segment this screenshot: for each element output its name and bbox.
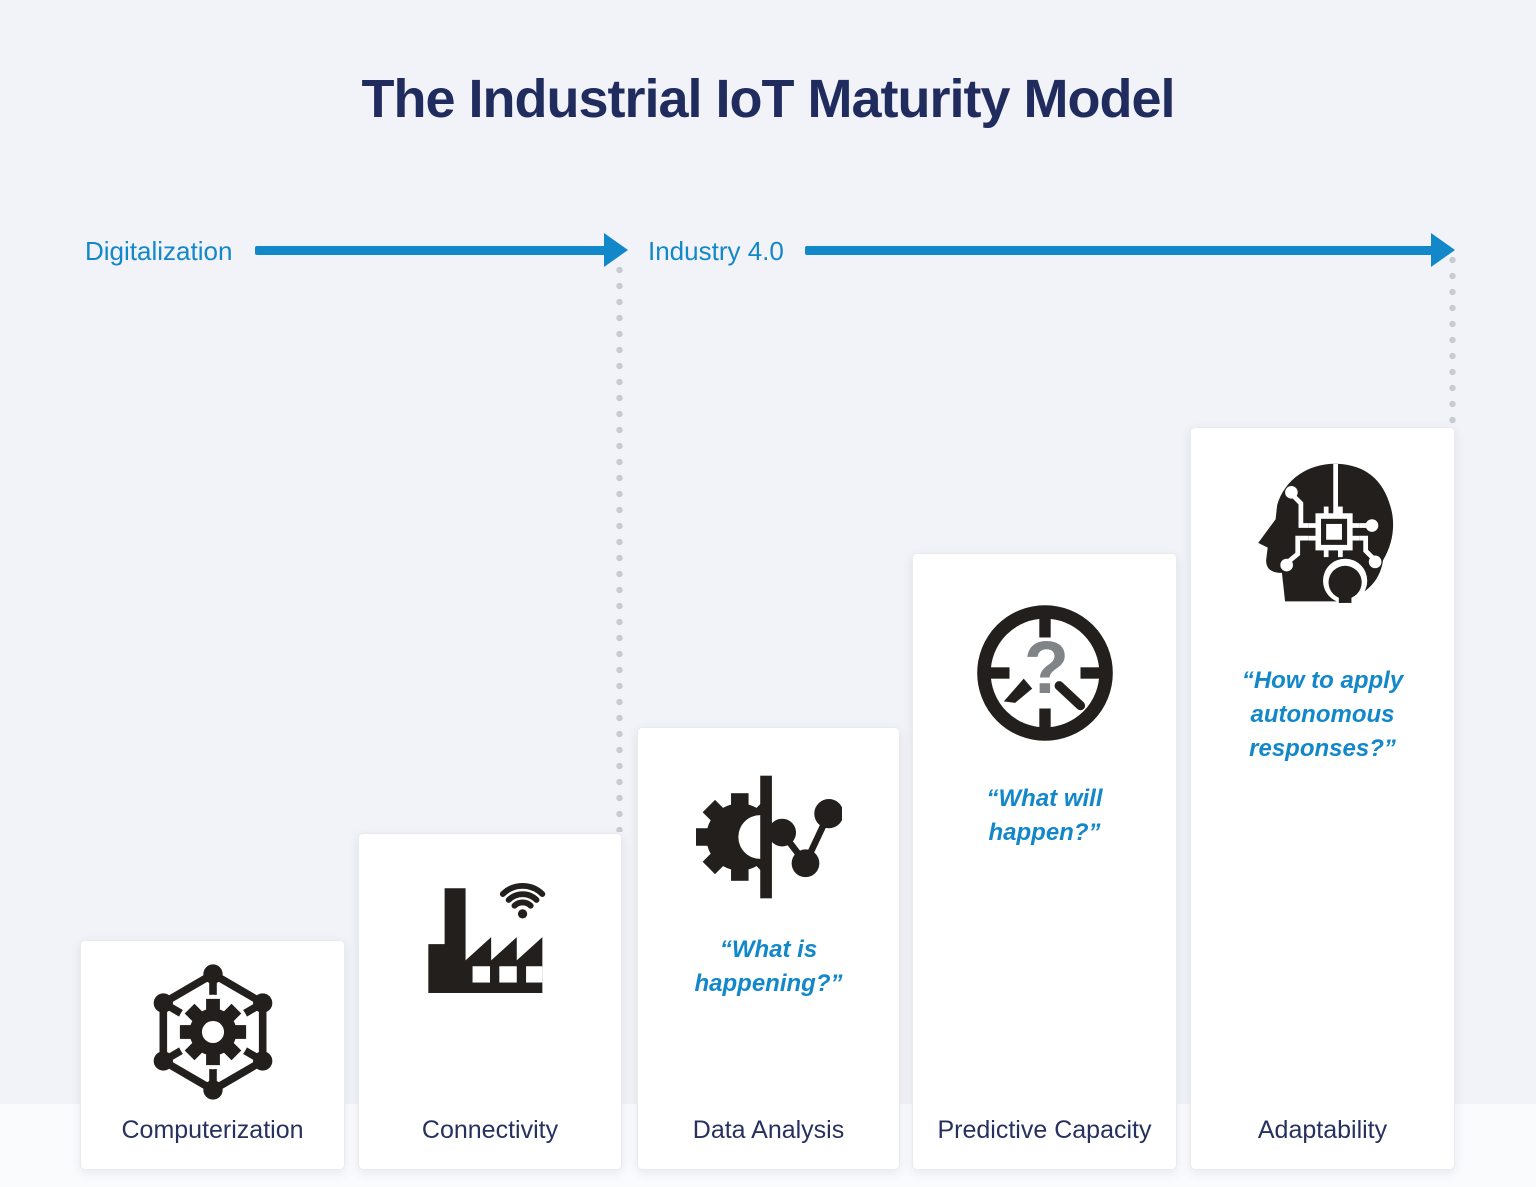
dotted-divider-left [616, 262, 623, 832]
stage-label: Connectivity [421, 1116, 559, 1144]
digitalization-arrowhead-icon [604, 233, 628, 267]
stage-quote: “How to apply autonomous responses?” [1241, 667, 1404, 762]
stage-card-connectivity: Connectivity [358, 833, 622, 1170]
phase-label-digitalization: Digitalization [85, 236, 233, 266]
stage-quote: “What is happening?” [694, 936, 843, 997]
svg-text:?: ? [1023, 626, 1068, 709]
stage-quote: “What will happen?” [986, 785, 1103, 846]
network-gear-icon [153, 964, 272, 1100]
stage-card-adaptability: “How to apply autonomous responses?” Ada… [1190, 427, 1455, 1170]
crosshair-question-icon: ? [976, 605, 1113, 741]
stage-card-data-analysis: “What is happening?” Data Analysis [637, 727, 900, 1170]
stage-label: Predictive Capacity [937, 1116, 1152, 1144]
factory-wifi-icon [428, 882, 546, 994]
phase-label-industry-4-0: Industry 4.0 [648, 236, 784, 266]
stage-label: Computerization [121, 1116, 304, 1144]
stage-label: Adaptability [1257, 1116, 1388, 1144]
stage-card-predictive-capacity: ? “What will happen?” Predictive Capacit… [912, 553, 1177, 1170]
dotted-divider-right [1449, 252, 1456, 428]
head-circuit-icon [1257, 463, 1393, 603]
gear-analytics-icon [695, 775, 842, 899]
digitalization-arrow-line [255, 246, 607, 255]
stage-label: Data Analysis [692, 1116, 845, 1144]
stage-card-computerization: Computerization [80, 940, 345, 1170]
industry-4-0-arrow-line [805, 246, 1433, 255]
page-title: The Industrial IoT Maturity Model [361, 69, 1175, 129]
